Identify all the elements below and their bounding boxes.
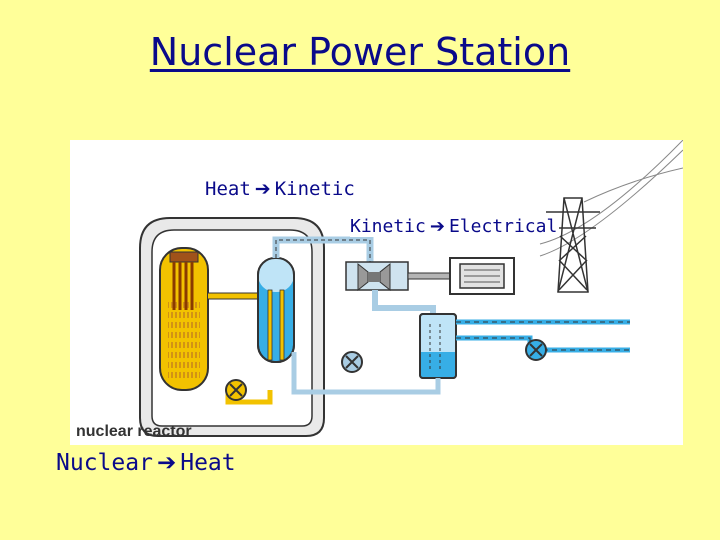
caption-to: Electrical (448, 216, 558, 237)
generator-icon (449, 257, 515, 295)
feedwater-pump-icon (341, 351, 363, 373)
control-rods-icon (169, 251, 199, 310)
power-lines-icon (539, 140, 683, 257)
caption-nuclear-to-heat: Nuclear➔Heat (56, 450, 236, 476)
caption-kinetic-to-electrical: Kinetic➔Electrical (350, 216, 560, 237)
caption-from: Kinetic (350, 216, 426, 237)
arrow-icon: ➔ (254, 178, 271, 200)
caption-to: Kinetic (274, 178, 355, 200)
pylon-icon (546, 197, 600, 293)
arrow-icon: ➔ (429, 216, 445, 237)
caption-to: Heat (180, 450, 236, 476)
condenser-icon (419, 313, 457, 379)
feedwater-pipe (291, 352, 441, 395)
primary-pump-icon (225, 379, 247, 401)
shaft (407, 272, 455, 280)
reactor-label: nuclear reactor (76, 423, 192, 440)
steam-generator-icon (257, 257, 295, 363)
nuclear-power-diagram: nuclear reactor (70, 140, 683, 445)
slide-title: Nuclear Power Station (149, 30, 571, 74)
arrow-icon: ➔ (156, 450, 177, 476)
steam-pipe (272, 236, 374, 272)
reactor-core-icon (159, 247, 209, 391)
caption-from: Nuclear (56, 450, 153, 476)
caption-from: Heat (205, 178, 251, 200)
caption-heat-to-kinetic: Heat➔Kinetic (205, 178, 355, 200)
turbine-icon (345, 261, 409, 292)
cooling-pump-icon (525, 339, 547, 361)
diagram-graphic (139, 140, 683, 437)
